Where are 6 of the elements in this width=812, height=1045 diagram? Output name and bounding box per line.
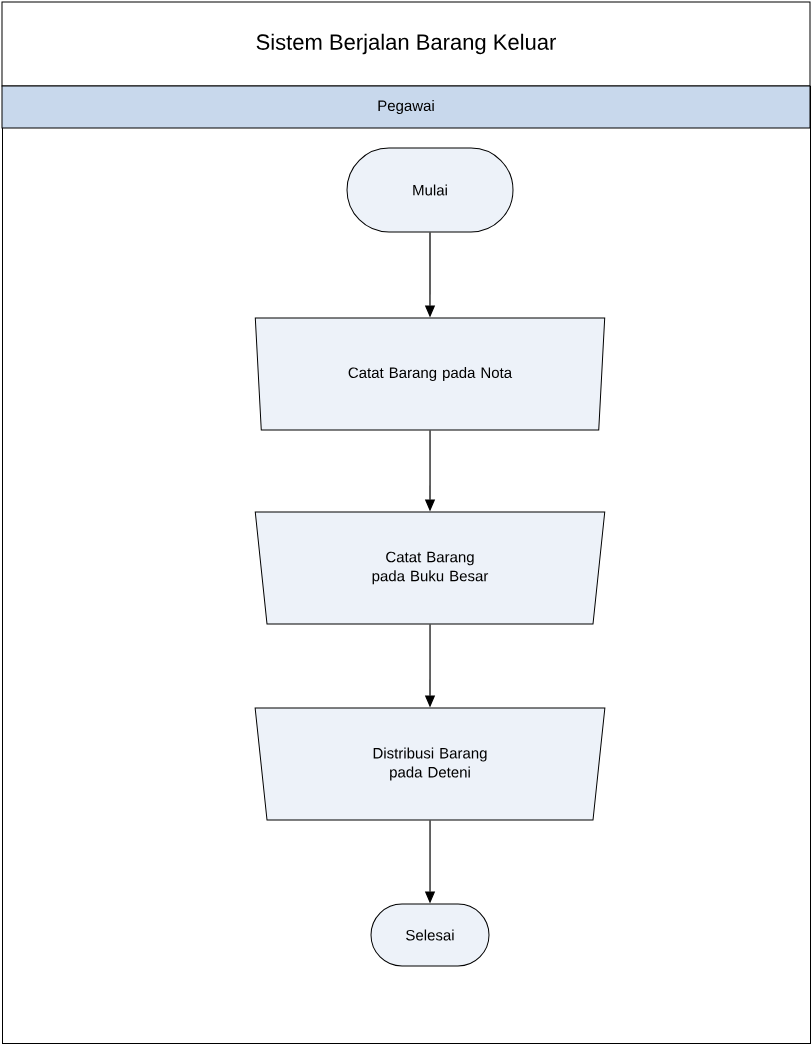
terminator: Selesai — [370, 903, 490, 967]
manual-operation-box: Catat Barang pada Buku Besar — [254, 511, 606, 625]
manual-operation-box: Catat Barang pada Nota — [254, 317, 606, 431]
manual-operation-box: Distribusi Barang pada Deteni — [254, 707, 606, 821]
terminator: Mulai — [346, 147, 514, 233]
title-band: Sistem Berjalan Barang Keluar — [1, 1, 811, 87]
